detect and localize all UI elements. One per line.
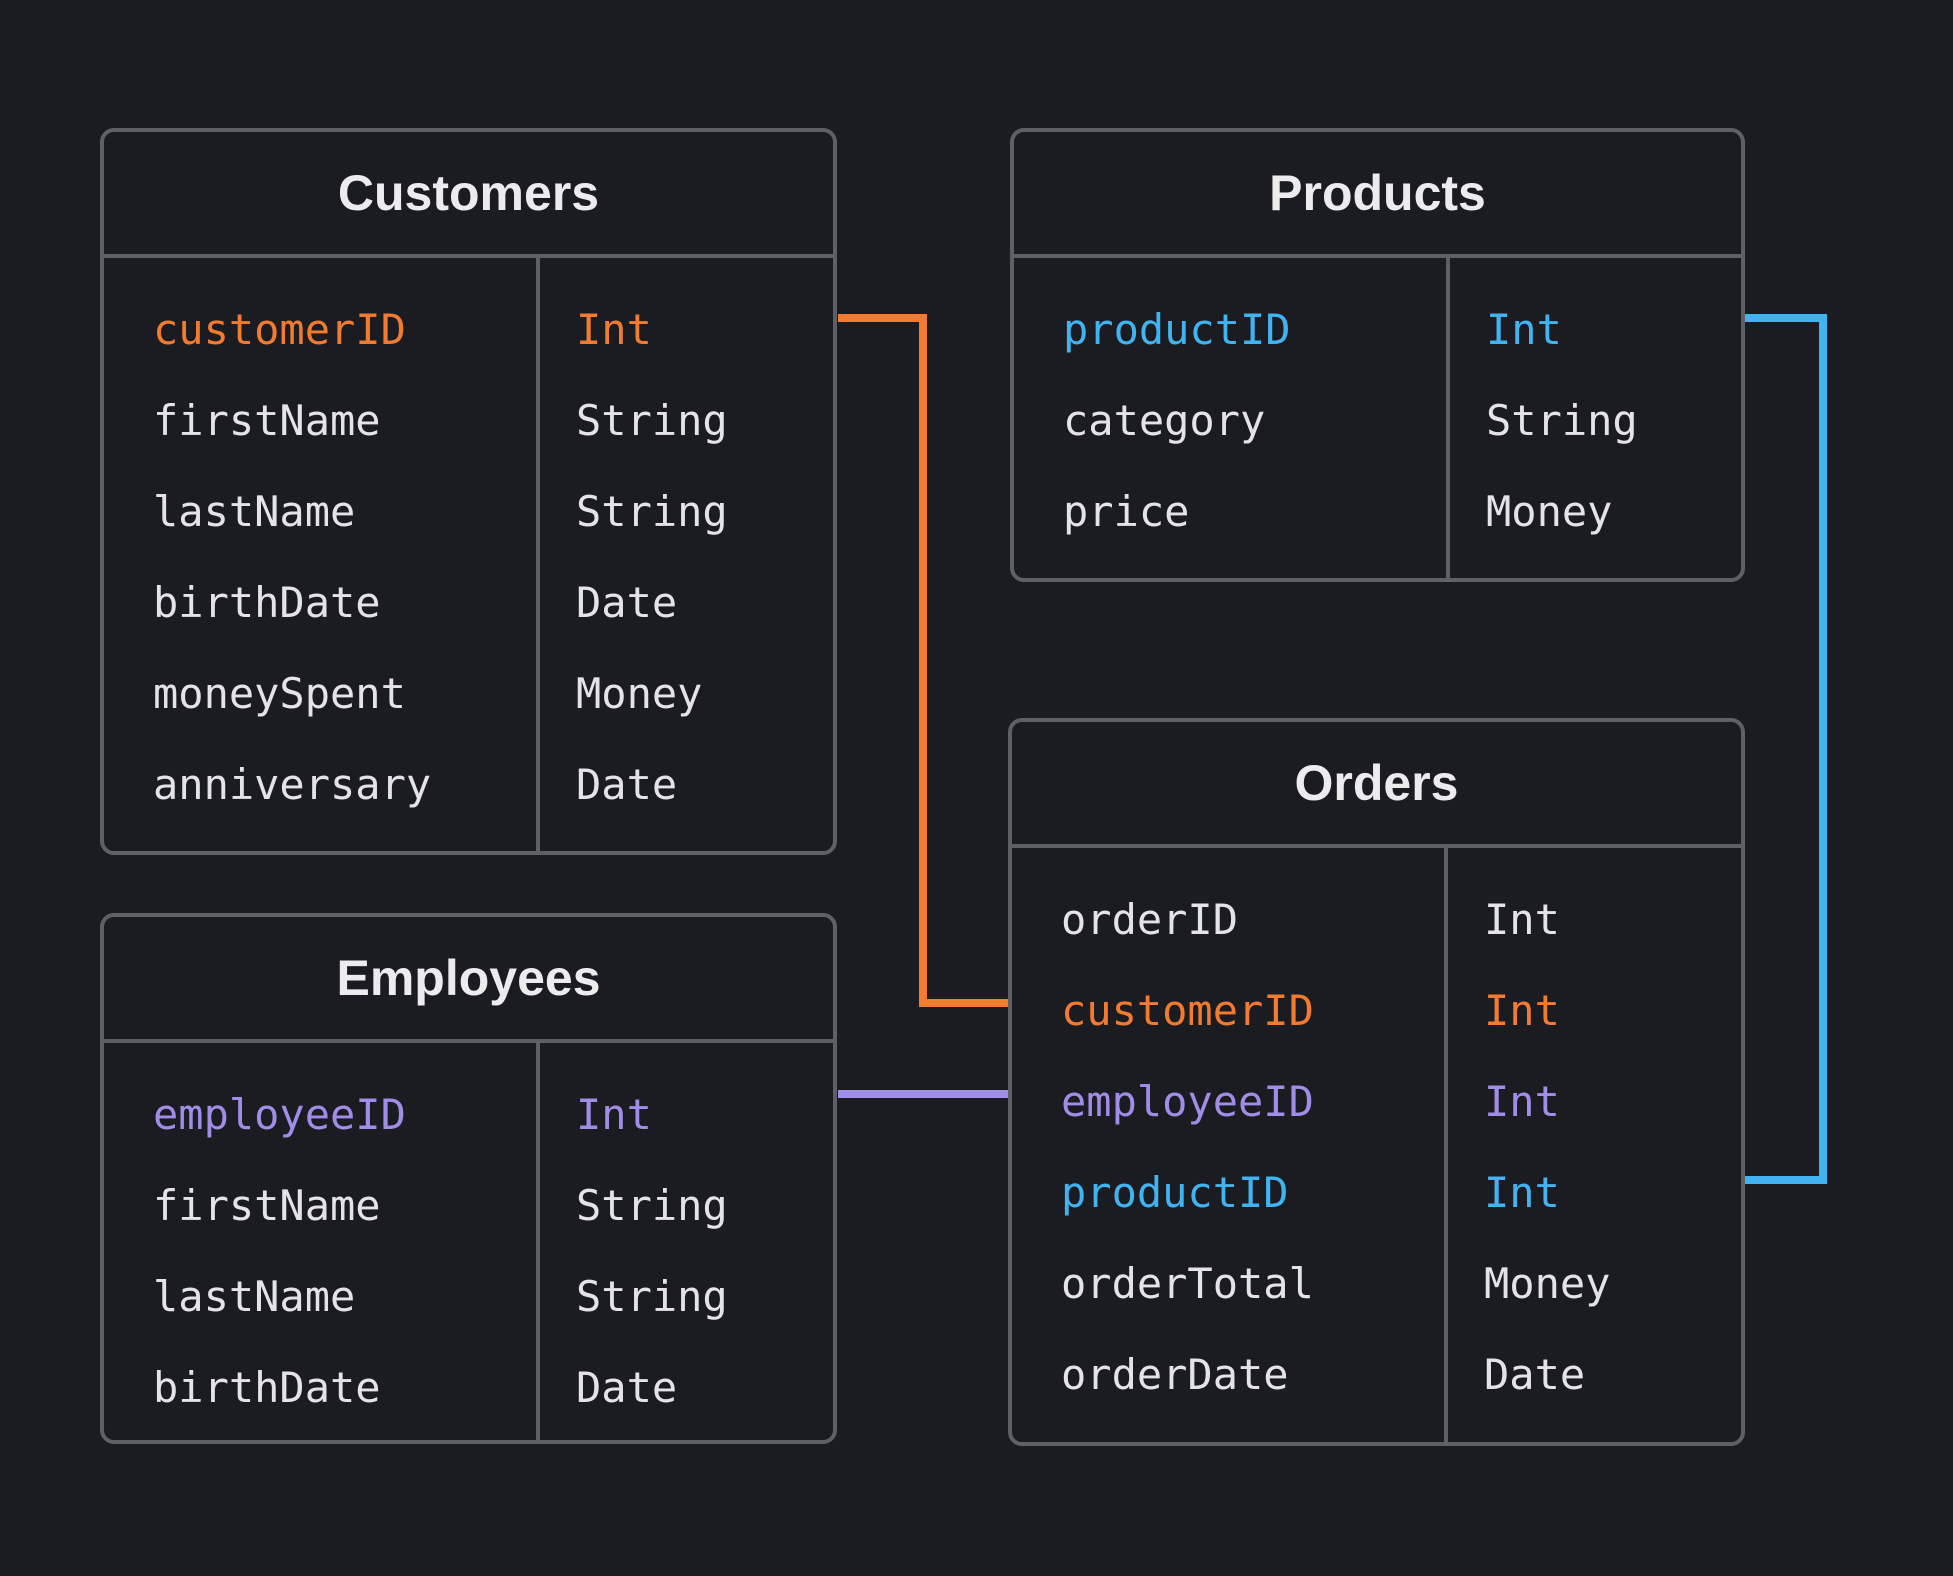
column-divider (536, 1043, 540, 1440)
link-customers-orders (838, 314, 1010, 1007)
field-type: String (576, 396, 728, 445)
field-type: Int (1484, 1168, 1560, 1217)
field-row: anniversary Date (104, 739, 833, 830)
table-title: Products (1014, 132, 1741, 258)
field-row: productID Int (1014, 284, 1741, 375)
field-row: employeeID Int (1012, 1056, 1741, 1147)
field-name: lastName (153, 1272, 356, 1321)
field-row: lastName String (104, 1251, 833, 1342)
field-row: productID Int (1012, 1147, 1741, 1238)
field-name: productID (1061, 1168, 1289, 1217)
column-divider (536, 258, 540, 851)
field-name: birthDate (153, 578, 381, 627)
field-name: moneySpent (153, 669, 406, 718)
field-row: price Money (1014, 466, 1741, 557)
field-name: customerID (1061, 986, 1314, 1035)
column-divider (1444, 848, 1448, 1442)
field-row: firstName String (104, 375, 833, 466)
field-name: employeeID (1061, 1077, 1314, 1126)
field-type: String (576, 487, 728, 536)
field-type: Int (1484, 895, 1560, 944)
table-title: Customers (104, 132, 833, 258)
field-row: orderTotal Money (1012, 1238, 1741, 1329)
column-divider (1446, 258, 1450, 578)
field-type: Date (576, 578, 678, 627)
field-name: lastName (153, 487, 356, 536)
field-row: category String (1014, 375, 1741, 466)
field-row: orderDate Date (1012, 1329, 1741, 1420)
field-name: price (1063, 487, 1190, 536)
field-name: employeeID (153, 1090, 406, 1139)
field-type: Int (1484, 1077, 1560, 1126)
field-type: Int (1486, 305, 1562, 354)
field-type: Int (576, 305, 652, 354)
field-type: Int (1484, 986, 1560, 1035)
field-type: String (576, 1272, 728, 1321)
field-row: birthDate Date (104, 557, 833, 648)
field-row: firstName String (104, 1160, 833, 1251)
field-name: customerID (153, 305, 406, 354)
field-type: Int (576, 1090, 652, 1139)
field-row: orderID Int (1012, 874, 1741, 965)
field-row: customerID Int (104, 284, 833, 375)
field-name: orderTotal (1061, 1259, 1314, 1308)
table-title: Employees (104, 917, 833, 1043)
field-row: employeeID Int (104, 1069, 833, 1160)
table-products: Products productID Int category String price… (1010, 128, 1745, 582)
field-type: String (576, 1181, 728, 1230)
field-row: customerID Int (1012, 965, 1741, 1056)
field-type: Date (576, 1363, 678, 1412)
field-row: lastName String (104, 466, 833, 557)
field-name: anniversary (153, 760, 432, 809)
field-row: moneySpent Money (104, 648, 833, 739)
field-name: orderDate (1061, 1350, 1289, 1399)
field-name: productID (1063, 305, 1291, 354)
field-type: Money (1486, 487, 1613, 536)
table-title: Orders (1012, 722, 1741, 848)
field-name: birthDate (153, 1363, 381, 1412)
link-products-orders (1745, 314, 1827, 1184)
field-name: firstName (153, 396, 381, 445)
field-name: category (1063, 396, 1266, 445)
table-fields: productID Int category String price Money (1014, 258, 1741, 578)
field-row: birthDate Date (104, 1342, 833, 1433)
field-type: Money (576, 669, 703, 718)
field-type: String (1486, 396, 1638, 445)
field-name: firstName (153, 1181, 381, 1230)
field-type: Date (1484, 1350, 1586, 1399)
field-type: Money (1484, 1259, 1611, 1308)
field-name: orderID (1061, 895, 1239, 944)
field-type: Date (576, 760, 678, 809)
